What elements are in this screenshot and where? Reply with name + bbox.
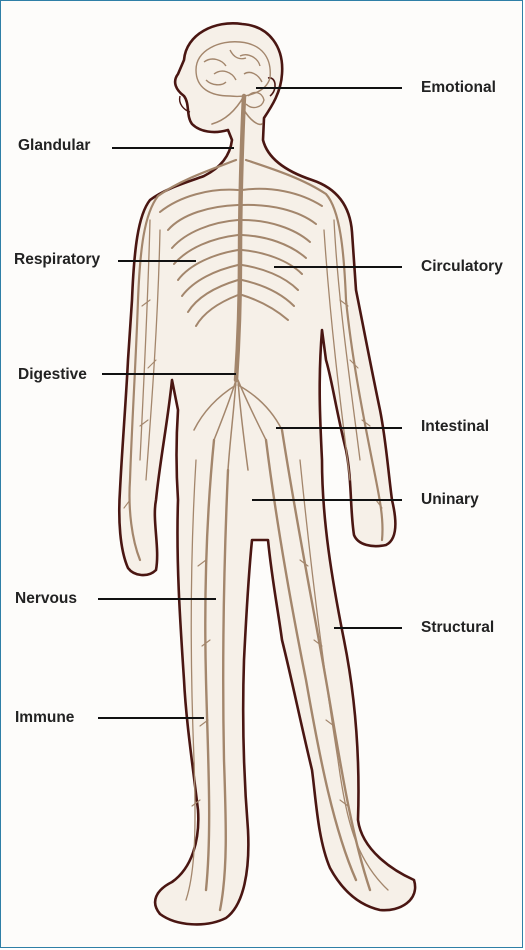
label-intestinal: Intestinal <box>421 418 489 436</box>
label-emotional: Emotional <box>421 79 496 97</box>
label-digestive: Digestive <box>18 366 87 384</box>
label-glandular: Glandular <box>18 137 90 155</box>
label-uninary: Uninary <box>421 491 479 509</box>
label-immune: Immune <box>15 709 74 727</box>
label-nervous: Nervous <box>15 590 77 608</box>
body-silhouette <box>119 23 415 924</box>
label-structural: Structural <box>421 619 494 637</box>
label-circulatory: Circulatory <box>421 258 503 276</box>
label-respiratory: Respiratory <box>14 251 100 269</box>
